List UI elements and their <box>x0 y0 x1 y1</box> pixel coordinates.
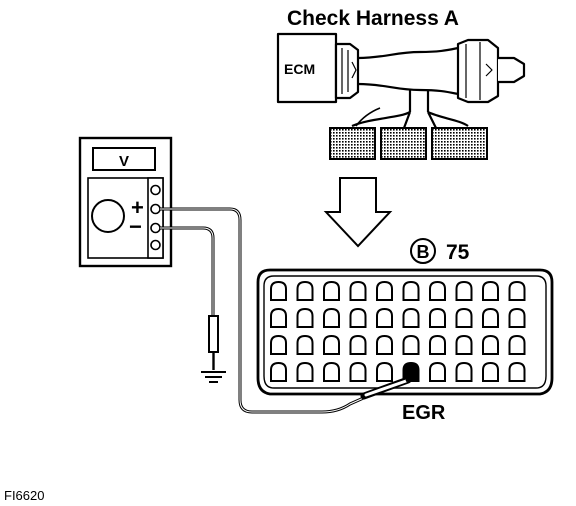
egr-terminal-pin <box>402 361 420 382</box>
connector-pin <box>296 280 314 301</box>
plus-sign: + <box>131 195 144 220</box>
connector-pin <box>323 307 340 328</box>
ecm-box <box>276 32 338 104</box>
connector-pin <box>455 280 473 301</box>
connector-pin <box>323 334 340 355</box>
connector-pin <box>429 334 446 355</box>
test-leads <box>160 207 369 414</box>
connector-pin <box>508 361 526 382</box>
harness-connector-3 <box>431 127 488 160</box>
connector-pin <box>402 280 420 301</box>
connector-pin <box>376 334 393 355</box>
connector-pin <box>402 307 420 328</box>
minus-sign: − <box>129 214 142 239</box>
ecm-label: ECM <box>284 61 315 77</box>
jack-2 <box>150 203 161 215</box>
connector-letter: B <box>417 242 430 262</box>
connector-pin <box>376 361 393 382</box>
jack-3 <box>150 222 161 234</box>
right-connector <box>456 38 500 104</box>
connector-pin <box>349 280 367 301</box>
connector-pin <box>323 361 340 382</box>
pin-grid <box>270 280 526 382</box>
meter-unit-label: V <box>119 153 129 170</box>
down-arrow-icon <box>323 177 393 248</box>
connector-pin <box>482 280 499 301</box>
harness-icon <box>276 32 526 129</box>
ground-probe <box>208 315 219 370</box>
connector-pin <box>482 307 499 328</box>
connector-pin <box>508 307 526 328</box>
connector-pin <box>482 334 499 355</box>
connector-pin <box>376 307 393 328</box>
connector-pin <box>508 334 526 355</box>
harness-connectors <box>329 127 488 160</box>
connector-pin <box>402 334 420 355</box>
connector-pin <box>429 280 446 301</box>
connector-pin <box>270 307 287 328</box>
ground-icon <box>201 371 226 383</box>
connector-pin <box>455 361 473 382</box>
ecm-connector <box>334 42 360 100</box>
jack-1 <box>150 184 161 196</box>
connector-pin <box>508 280 526 301</box>
connector-pin <box>349 307 367 328</box>
harness-cable <box>357 46 459 96</box>
connector-pin <box>270 334 287 355</box>
voltmeter-display <box>92 147 156 171</box>
terminal-label: EGR <box>402 402 446 424</box>
connector-pin <box>296 361 314 382</box>
egr-probe <box>360 375 415 400</box>
diagram-title: Check Harness A <box>287 7 459 30</box>
connector-pin <box>323 280 340 301</box>
jack-4 <box>150 239 161 251</box>
connector-pin <box>296 307 314 328</box>
harness-connector-1 <box>329 127 376 160</box>
connector-pin <box>270 361 287 382</box>
connector-icon <box>256 268 554 396</box>
voltmeter-dial <box>91 199 125 233</box>
connector-pin <box>482 361 499 382</box>
connector-letter-circle <box>410 238 436 264</box>
connector-pin <box>349 361 367 382</box>
connector-pin <box>429 361 446 382</box>
connector-pin <box>349 334 367 355</box>
connector-pin <box>296 334 314 355</box>
connector-pin <box>455 334 473 355</box>
connector-pin <box>270 280 287 301</box>
connector-pin <box>376 280 393 301</box>
voltmeter-icon <box>78 136 173 268</box>
connector-pin <box>455 307 473 328</box>
figure-id: FI6620 <box>4 488 44 503</box>
connector-number: 75 <box>446 241 470 264</box>
connector-pin <box>429 307 446 328</box>
harness-connector-2 <box>380 127 427 160</box>
